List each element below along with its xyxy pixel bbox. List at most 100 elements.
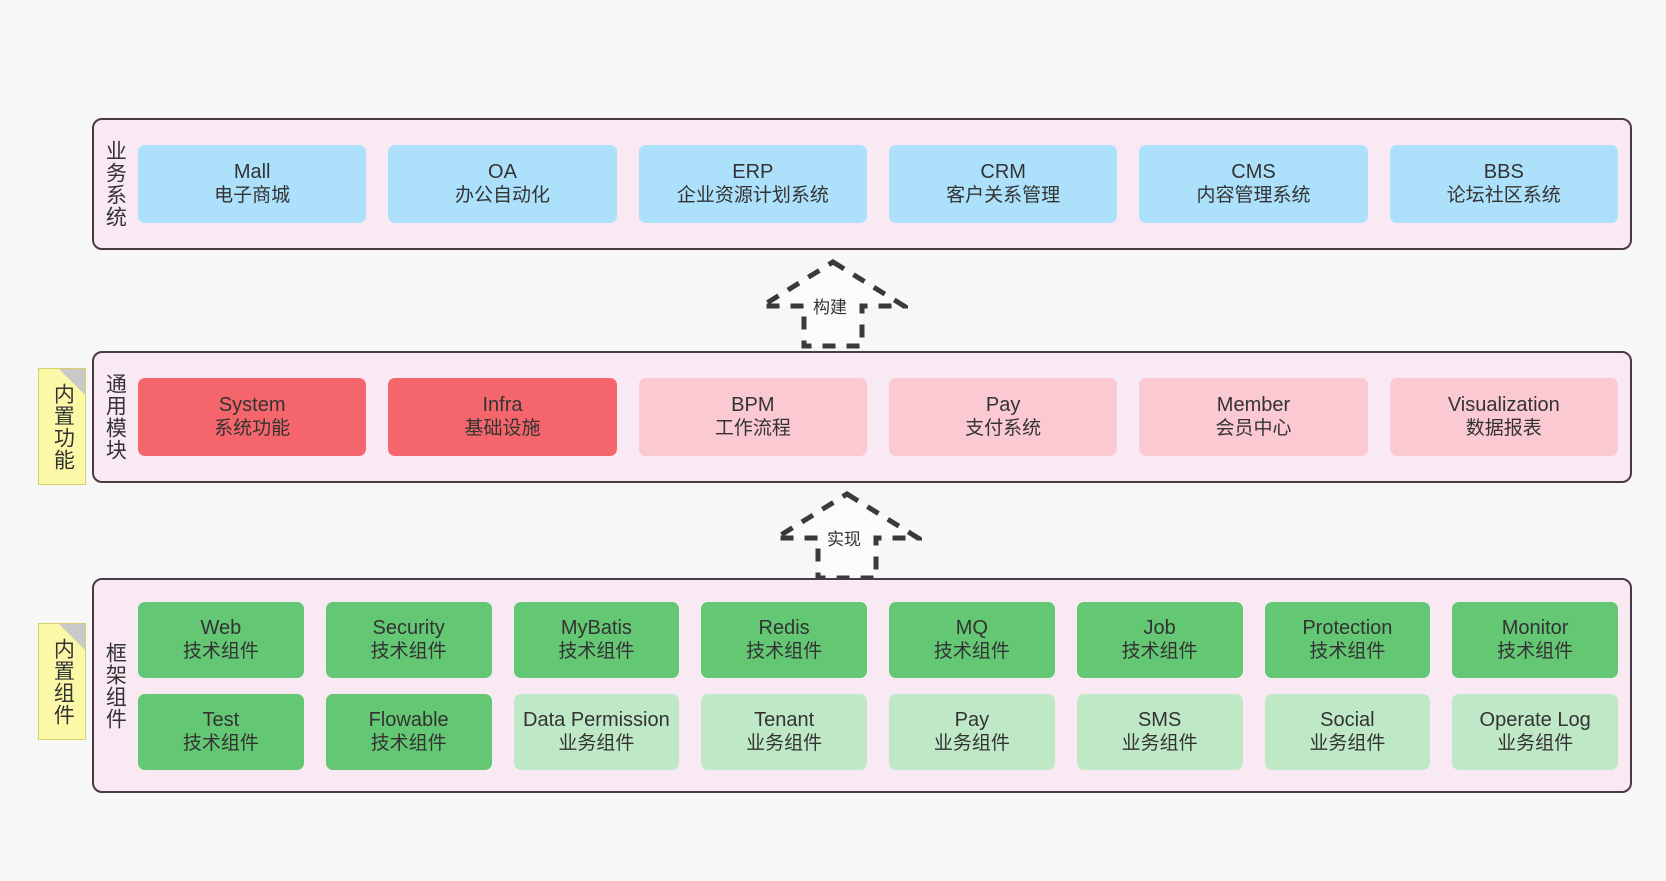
- node-security[interactable]: Security 技术组件: [325, 601, 492, 678]
- node-title: Social: [1320, 708, 1375, 731]
- node-subtitle: 业务组件: [1309, 732, 1386, 754]
- node-title: Flowable: [368, 708, 449, 731]
- node-subtitle: 技术组件: [370, 732, 447, 754]
- node-title: Redis: [758, 616, 810, 639]
- node-title: Job: [1143, 616, 1176, 639]
- node-title: Tenant: [754, 708, 815, 731]
- node-title: Protection: [1302, 616, 1393, 639]
- arrow-build-icon: [758, 259, 908, 349]
- node-crm[interactable]: CRM 客户关系管理: [888, 145, 1118, 223]
- arrow-realize-label: 实现: [827, 530, 861, 549]
- node-subtitle: 论坛社区系统: [1446, 185, 1561, 207]
- node-system[interactable]: System 系统功能: [138, 378, 367, 456]
- node-bpm[interactable]: BPM 工作流程: [638, 378, 867, 456]
- node-data-permission[interactable]: Data Permission 业务组件: [513, 693, 680, 770]
- node-title: Web: [200, 616, 242, 639]
- node-title: Pay: [985, 394, 1021, 417]
- node-subtitle: 基础设施: [464, 418, 541, 440]
- note-builtin-component: 内置组件: [38, 623, 86, 740]
- node-subtitle: 内容管理系统: [1196, 185, 1311, 207]
- node-row: Web 技术组件 Security 技术组件 MyBatis 技术组件 Redi…: [138, 601, 1618, 678]
- node-title: SMS: [1137, 708, 1182, 731]
- node-oa[interactable]: OA 办公自动化: [388, 145, 617, 223]
- node-social[interactable]: Social 业务组件: [1264, 693, 1431, 770]
- node-row: System 系统功能 Infra 基础设施 BPM 工作流程 Pay 支付系统…: [138, 378, 1618, 456]
- node-flowable[interactable]: Flowable 技术组件: [325, 693, 492, 770]
- node-bbs[interactable]: BBS 论坛社区系统: [1389, 145, 1618, 223]
- node-subtitle: 业务组件: [558, 732, 635, 754]
- node-title: Test: [202, 708, 240, 731]
- node-subtitle: 工作流程: [714, 418, 791, 440]
- node-protection[interactable]: Protection 技术组件: [1264, 601, 1431, 678]
- node-subtitle: 业务组件: [1497, 732, 1574, 754]
- node-subtitle: 业务组件: [746, 732, 823, 754]
- node-title: Operate Log: [1479, 708, 1591, 731]
- node-subtitle: 数据报表: [1465, 418, 1542, 440]
- node-mall[interactable]: Mall 电子商城: [138, 145, 367, 223]
- note-label: 内置组件: [51, 637, 75, 726]
- node-title: System: [218, 394, 286, 417]
- node-visualization[interactable]: Visualization 数据报表: [1389, 378, 1618, 456]
- node-subtitle: 技术组件: [1121, 640, 1198, 662]
- node-title: MQ: [955, 616, 988, 639]
- node-title: BBS: [1483, 161, 1524, 184]
- layer-body-framework-component: Web 技术组件 Security 技术组件 MyBatis 技术组件 Redi…: [134, 580, 1630, 791]
- node-test[interactable]: Test 技术组件: [138, 693, 304, 770]
- node-subtitle: 技术组件: [746, 640, 823, 662]
- layer-title-business-system: 业务系统: [103, 140, 127, 228]
- node-mq[interactable]: MQ 技术组件: [889, 601, 1055, 678]
- node-subtitle: 技术组件: [1309, 640, 1386, 662]
- node-infra[interactable]: Infra 基础设施: [388, 378, 617, 456]
- node-title: Security: [372, 616, 445, 639]
- node-title: Pay: [954, 708, 990, 731]
- node-pay-component[interactable]: Pay 业务组件: [889, 693, 1055, 770]
- node-subtitle: 支付系统: [965, 418, 1042, 440]
- node-subtitle: 企业资源计划系统: [676, 185, 829, 207]
- node-erp[interactable]: ERP 企业资源计划系统: [638, 145, 867, 223]
- node-redis[interactable]: Redis 技术组件: [701, 601, 867, 678]
- node-title: CRM: [980, 161, 1026, 184]
- layer-title-framework-component: 框架组件: [103, 641, 127, 730]
- node-mybatis[interactable]: MyBatis 技术组件: [513, 601, 680, 678]
- node-title: Member: [1216, 394, 1291, 417]
- note-builtin-function: 内置功能: [38, 368, 86, 485]
- node-subtitle: 系统功能: [214, 418, 291, 440]
- node-subtitle: 客户关系管理: [946, 185, 1061, 207]
- node-subtitle: 业务组件: [1121, 732, 1198, 754]
- node-subtitle: 技术组件: [933, 640, 1010, 662]
- node-operate-log[interactable]: Operate Log 业务组件: [1452, 693, 1618, 770]
- node-job[interactable]: Job 技术组件: [1076, 601, 1243, 678]
- node-title: Infra: [482, 394, 523, 417]
- node-title: BPM: [731, 394, 775, 417]
- node-title: CMS: [1231, 161, 1276, 184]
- node-subtitle: 办公自动化: [454, 185, 550, 207]
- node-subtitle: 技术组件: [558, 640, 635, 662]
- node-subtitle: 技术组件: [370, 640, 447, 662]
- node-monitor[interactable]: Monitor 技术组件: [1452, 601, 1618, 678]
- node-member[interactable]: Member 会员中心: [1139, 378, 1368, 456]
- node-subtitle: 技术组件: [182, 732, 259, 754]
- node-title: Monitor: [1501, 616, 1569, 639]
- node-row: Test 技术组件 Flowable 技术组件 Data Permission …: [138, 693, 1618, 770]
- node-subtitle: 技术组件: [182, 640, 259, 662]
- arrow-build-label: 构建: [813, 298, 847, 317]
- node-cms[interactable]: CMS 内容管理系统: [1139, 145, 1368, 223]
- node-web[interactable]: Web 技术组件: [138, 601, 304, 678]
- node-tenant[interactable]: Tenant 业务组件: [701, 693, 867, 770]
- node-title: Visualization: [1447, 394, 1560, 417]
- node-subtitle: 技术组件: [1497, 640, 1574, 662]
- note-label: 内置功能: [51, 382, 75, 471]
- node-subtitle: 业务组件: [933, 732, 1010, 754]
- node-title: Data Permission: [523, 708, 670, 731]
- node-sms[interactable]: SMS 业务组件: [1076, 693, 1243, 770]
- node-title: Mall: [233, 161, 271, 184]
- node-subtitle: 会员中心: [1215, 418, 1292, 440]
- layer-title-common-module: 通用模块: [103, 373, 127, 461]
- node-pay[interactable]: Pay 支付系统: [888, 378, 1118, 456]
- node-title: OA: [488, 161, 517, 184]
- node-title: MyBatis: [560, 616, 632, 639]
- layer-business-system: 业务系统 Mall 电子商城 OA 办公自动化 ERP 企业资源计划系统 CRM…: [92, 118, 1632, 250]
- node-subtitle: 电子商城: [214, 185, 291, 207]
- layer-common-module: 通用模块 System 系统功能 Infra 基础设施 BPM 工作流程 Pay…: [92, 351, 1632, 483]
